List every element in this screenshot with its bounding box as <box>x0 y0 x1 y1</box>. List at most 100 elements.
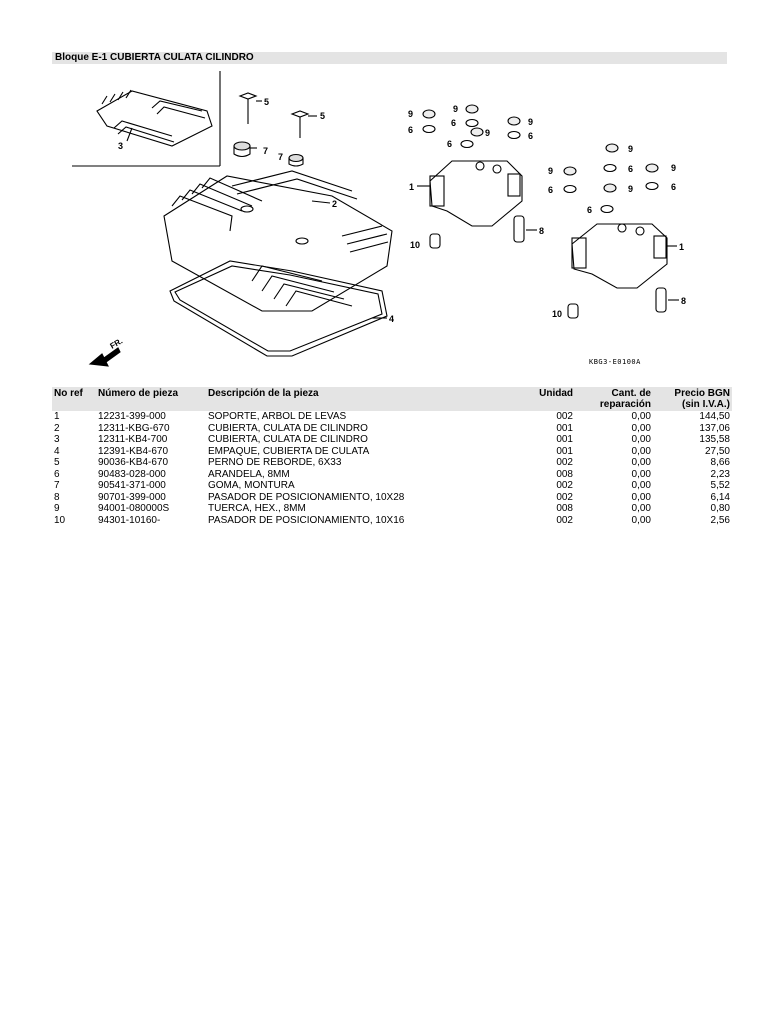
cell-part: 94001-080000S <box>98 503 170 514</box>
cell-ref: 4 <box>54 445 60 457</box>
svg-text:8: 8 <box>539 226 544 236</box>
camshaft-holder-1-upper: 1 10 8 <box>409 160 544 250</box>
svg-text:6: 6 <box>451 118 456 128</box>
cell-unit: 002 <box>556 457 573 468</box>
svg-text:10: 10 <box>410 240 420 250</box>
cell-unit: 001 <box>556 422 573 434</box>
parts-table-container: No ref Número de pieza Descripción de la… <box>52 387 732 526</box>
nuts-9-washers-6: 9 6 9 6 9 6 9 6 9 6 9 6 9 9 6 6 <box>408 104 676 215</box>
svg-text:5: 5 <box>264 97 269 107</box>
diagram-code: KBG3-E0100A <box>589 358 641 366</box>
cell-desc: CUBIERTA, CULATA DE CILINDRO <box>208 434 368 445</box>
cell-part: 94301-10160- <box>98 514 161 526</box>
svg-text:6: 6 <box>671 182 676 192</box>
cell-ref: 1 <box>54 411 60 422</box>
cell-desc: SOPORTE, ARBOL DE LEVAS <box>208 411 347 422</box>
cell-desc: EMPAQUE, CUBIERTA DE CULATA <box>208 445 370 457</box>
cell-price: 8,66 <box>710 457 730 468</box>
callout-3: 3 <box>118 141 123 151</box>
cell-ref: 5 <box>54 457 60 468</box>
cell-ref: 6 <box>54 468 60 480</box>
inset-cover-3: 3 <box>72 71 221 167</box>
cell-qty: 0,00 <box>631 480 651 491</box>
svg-text:6: 6 <box>628 164 633 174</box>
svg-text:9: 9 <box>453 104 458 114</box>
gasket-4: 4 <box>169 260 394 357</box>
table-row: 1 12231-399-000 SOPORTE, ARBOL DE LEVAS 002… <box>52 411 732 423</box>
col-header-price: Precio BGN(sin I.V.A.) <box>653 387 732 411</box>
svg-text:1: 1 <box>409 182 414 192</box>
svg-text:10: 10 <box>552 309 562 319</box>
cell-desc: PASADOR DE POSICIONAMIENTO, 10X28 <box>208 491 405 503</box>
svg-text:9: 9 <box>408 109 413 119</box>
svg-text:6: 6 <box>548 185 553 195</box>
cell-part: 12311-KBG-670 <box>98 422 170 434</box>
cell-qty: 0,00 <box>631 434 651 445</box>
front-arrow-icon: FR. <box>88 336 125 367</box>
cell-part: 12311-KB4-700 <box>98 434 168 445</box>
svg-text:8: 8 <box>681 296 686 306</box>
bolt-5: 5 5 <box>238 92 325 138</box>
cell-desc: ARANDELA, 8MM <box>208 468 290 480</box>
cell-ref: 7 <box>54 480 60 491</box>
cell-unit: 008 <box>556 503 573 514</box>
table-row: 8 90701-399-000 PASADOR DE POSICIONAMIENTO… <box>52 492 732 504</box>
rubber-mount-7: 7 7 <box>233 141 304 167</box>
svg-text:4: 4 <box>389 314 394 324</box>
table-row: 4 12391-KB4-670 EMPAQUE, CUBIERTA DE CULAT… <box>52 446 732 458</box>
cell-price: 2,56 <box>710 514 730 526</box>
cell-price: 6,14 <box>710 491 730 503</box>
cell-qty: 0,00 <box>631 457 651 468</box>
cell-part: 12391-KB4-670 <box>98 445 169 457</box>
cell-qty: 0,00 <box>631 491 651 503</box>
col-header-desc: Descripción de la pieza <box>206 387 511 411</box>
cell-qty: 0,00 <box>631 514 651 526</box>
block-title: Bloque E-1 CUBIERTA CULATA CILINDRO <box>52 52 727 64</box>
col-header-part: Número de pieza <box>96 387 206 411</box>
camshaft-holder-1-lower: 1 10 8 <box>552 223 686 319</box>
cell-part: 90701-399-000 <box>98 491 166 503</box>
svg-text:1: 1 <box>679 242 684 252</box>
table-header-row: No ref Número de pieza Descripción de la… <box>52 387 732 411</box>
svg-text:9: 9 <box>528 117 533 127</box>
cell-desc: PERNO DE REBORDE, 6X33 <box>208 457 342 468</box>
cell-ref: 8 <box>54 491 60 503</box>
table-row: 3 12311-KB4-700 CUBIERTA, CULATA DE CILIND… <box>52 434 732 446</box>
svg-text:6: 6 <box>528 131 533 141</box>
cell-price: 2,23 <box>710 468 730 480</box>
cell-qty: 0,00 <box>631 445 651 457</box>
cell-unit: 002 <box>556 491 573 503</box>
svg-text:9: 9 <box>671 163 676 173</box>
cell-price: 0,80 <box>710 503 730 514</box>
svg-text:6: 6 <box>447 139 452 149</box>
cell-price: 5,52 <box>710 480 730 491</box>
svg-text:2: 2 <box>332 199 337 209</box>
col-header-unit: Unidad <box>511 387 575 411</box>
svg-text:6: 6 <box>587 205 592 215</box>
cell-ref: 3 <box>54 434 60 445</box>
svg-text:FR.: FR. <box>109 336 125 350</box>
cell-part: 12231-399-000 <box>98 411 166 422</box>
cell-part: 90483-028-000 <box>98 468 166 480</box>
svg-text:6: 6 <box>408 125 413 135</box>
parts-table: No ref Número de pieza Descripción de la… <box>52 387 732 526</box>
svg-text:9: 9 <box>628 144 633 154</box>
cell-desc: TUERCA, HEX., 8MM <box>208 503 306 514</box>
cell-unit: 002 <box>556 411 573 422</box>
svg-text:7: 7 <box>278 152 283 162</box>
cell-price: 135,58 <box>699 434 730 445</box>
cell-ref: 10 <box>54 514 66 526</box>
cell-qty: 0,00 <box>631 422 651 434</box>
cell-ref: 9 <box>54 503 60 514</box>
cell-qty: 0,00 <box>631 411 651 422</box>
cell-unit: 001 <box>556 434 573 445</box>
svg-text:9: 9 <box>485 128 490 138</box>
cell-ref: 2 <box>54 422 60 434</box>
